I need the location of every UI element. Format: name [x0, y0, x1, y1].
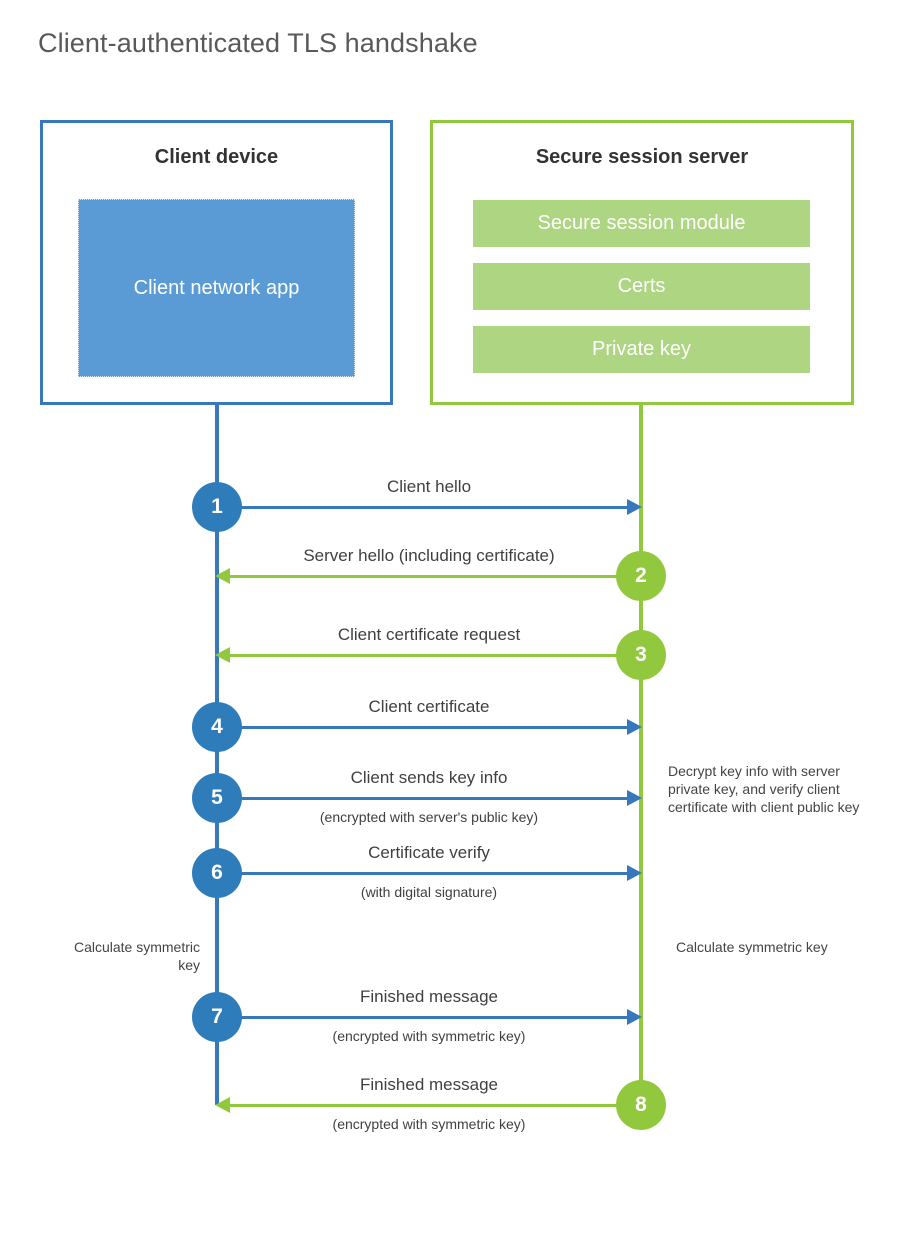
step-circle-8[interactable]: 8 — [616, 1080, 666, 1130]
arrow-head-icon-1 — [627, 499, 642, 515]
server-component-private-key: Private key — [473, 326, 810, 373]
server-lifeline — [639, 405, 643, 1105]
client-device-box: Client device Client network app — [40, 120, 393, 405]
arrow-head-icon-6 — [627, 865, 642, 881]
message-arrow-line-1 — [217, 506, 627, 509]
message-sublabel-5: (encrypted with server's public key) — [319, 809, 539, 825]
message-label-4: Client certificate — [368, 697, 490, 716]
arrow-head-icon-2 — [215, 568, 230, 584]
client-network-app-block: Client network app — [78, 199, 355, 377]
page-title: Client-authenticated TLS handshake — [38, 28, 478, 58]
message-arrow-line-3 — [229, 654, 639, 657]
arrow-head-icon-5 — [627, 790, 642, 806]
message-label-6: Certificate verify — [368, 843, 490, 862]
server-component-secure-session-module: Secure session module — [473, 200, 810, 247]
message-label-5: Client sends key info — [350, 768, 508, 787]
message-arrow-line-7 — [217, 1016, 627, 1019]
step-circle-7[interactable]: 7 — [192, 992, 242, 1042]
arrow-head-icon-4 — [627, 719, 642, 735]
arrow-head-icon-7 — [627, 1009, 642, 1025]
message-arrow-line-4 — [217, 726, 627, 729]
step-circle-1[interactable]: 1 — [192, 482, 242, 532]
step-circle-3[interactable]: 3 — [616, 630, 666, 680]
message-label-2: Server hello (including certificate) — [303, 546, 555, 565]
secure-session-server-title: Secure session server — [535, 146, 749, 168]
arrow-head-icon-3 — [215, 647, 230, 663]
server-decrypt-note: Decrypt key info with server private key… — [668, 763, 860, 815]
step-circle-6[interactable]: 6 — [192, 848, 242, 898]
message-arrow-line-2 — [229, 575, 639, 578]
message-label-8: Finished message — [360, 1075, 498, 1094]
client-lifeline — [215, 405, 219, 1105]
server-component-certs: Certs — [473, 263, 810, 310]
message-sublabel-8: (encrypted with symmetric key) — [332, 1116, 526, 1132]
message-arrow-line-8 — [229, 1104, 639, 1107]
step-circle-2[interactable]: 2 — [616, 551, 666, 601]
step-circle-5[interactable]: 5 — [192, 773, 242, 823]
step-circle-4[interactable]: 4 — [192, 702, 242, 752]
client-calculate-symmetric-key-note: Calculate symmetric key — [73, 939, 200, 973]
server-calculate-symmetric-key-note: Calculate symmetric key — [676, 939, 828, 955]
client-network-app-label: Client network app — [133, 276, 300, 299]
message-label-7: Finished message — [360, 987, 498, 1006]
client-device-title: Client device — [154, 146, 279, 168]
arrow-head-icon-8 — [215, 1097, 230, 1113]
message-sublabel-6: (with digital signature) — [360, 884, 498, 900]
message-sublabel-7: (encrypted with symmetric key) — [332, 1028, 526, 1044]
message-arrow-line-5 — [217, 797, 627, 800]
message-label-3: Client certificate request — [337, 625, 521, 644]
message-arrow-line-6 — [217, 872, 627, 875]
secure-session-server-box: Secure session server Secure session mod… — [430, 120, 854, 405]
message-label-1: Client hello — [386, 477, 472, 496]
